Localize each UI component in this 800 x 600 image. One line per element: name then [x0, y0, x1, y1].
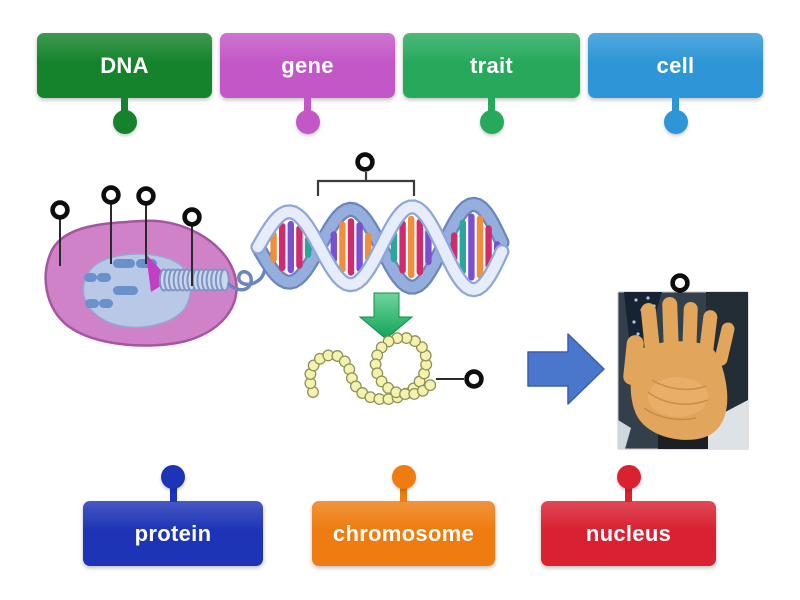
drop-target-chromosomes[interactable] — [136, 186, 156, 264]
label-pin-ball — [295, 110, 320, 134]
drop-target-protein-chain[interactable] — [436, 369, 484, 389]
label-pin-ball — [161, 465, 185, 489]
label-text: protein — [134, 520, 212, 546]
label-protein[interactable]: protein — [83, 465, 263, 566]
label-cell[interactable]: cell — [588, 33, 763, 134]
label-pin-ball — [616, 465, 641, 489]
label-text: nucleus — [585, 520, 672, 546]
label-pin-stem — [400, 487, 407, 502]
gene-bracket — [316, 172, 416, 196]
label-pin-stem — [121, 97, 128, 113]
label-box: protein — [83, 501, 263, 566]
label-nucleus[interactable]: nucleus — [541, 465, 716, 566]
label-pin-stem — [304, 97, 311, 113]
cell-illustration — [44, 219, 238, 347]
label-pin-ball — [112, 110, 137, 134]
chromatin-strand — [227, 251, 274, 292]
label-text: gene — [281, 52, 334, 78]
label-text: DNA — [100, 52, 149, 78]
label-box: gene — [220, 33, 395, 98]
drop-target-cell-membrane[interactable] — [50, 200, 70, 266]
label-pin-stem — [488, 97, 495, 113]
label-chromosome[interactable]: chromosome — [312, 465, 495, 566]
right-arrow-icon — [527, 333, 605, 405]
label-pin-ball — [391, 465, 416, 489]
nucleus-chromosomes — [84, 259, 157, 308]
label-gene[interactable]: gene — [220, 33, 395, 134]
label-trait[interactable]: trait — [403, 33, 580, 134]
drop-target-nucleus-region[interactable] — [101, 185, 121, 264]
trait-hand-photo — [617, 291, 749, 450]
label-pin-ball — [663, 110, 688, 134]
drop-target-coiled-chromatin[interactable] — [182, 207, 202, 286]
label-text: chromosome — [332, 520, 475, 546]
protein-bead-chain — [304, 332, 437, 406]
label-dna[interactable]: DNA — [37, 33, 212, 134]
label-pin-stem — [169, 487, 177, 502]
down-arrow-icon — [358, 292, 414, 340]
hand-shape — [623, 296, 735, 440]
label-box: chromosome — [312, 501, 495, 566]
label-pin-stem — [625, 487, 632, 502]
label-pin-stem — [672, 97, 679, 113]
label-text: trait — [469, 52, 514, 78]
drop-target-trait-hand[interactable] — [670, 273, 690, 293]
label-box: nucleus — [541, 501, 716, 566]
label-pin-ball — [479, 110, 504, 134]
label-box: cell — [588, 33, 763, 98]
chromatin-coil — [158, 268, 230, 292]
drop-target-gene-segment[interactable] — [355, 152, 375, 172]
label-text: cell — [656, 52, 695, 78]
label-box: DNA — [37, 33, 212, 98]
dna-helix — [250, 196, 510, 298]
label-box: trait — [403, 33, 580, 98]
